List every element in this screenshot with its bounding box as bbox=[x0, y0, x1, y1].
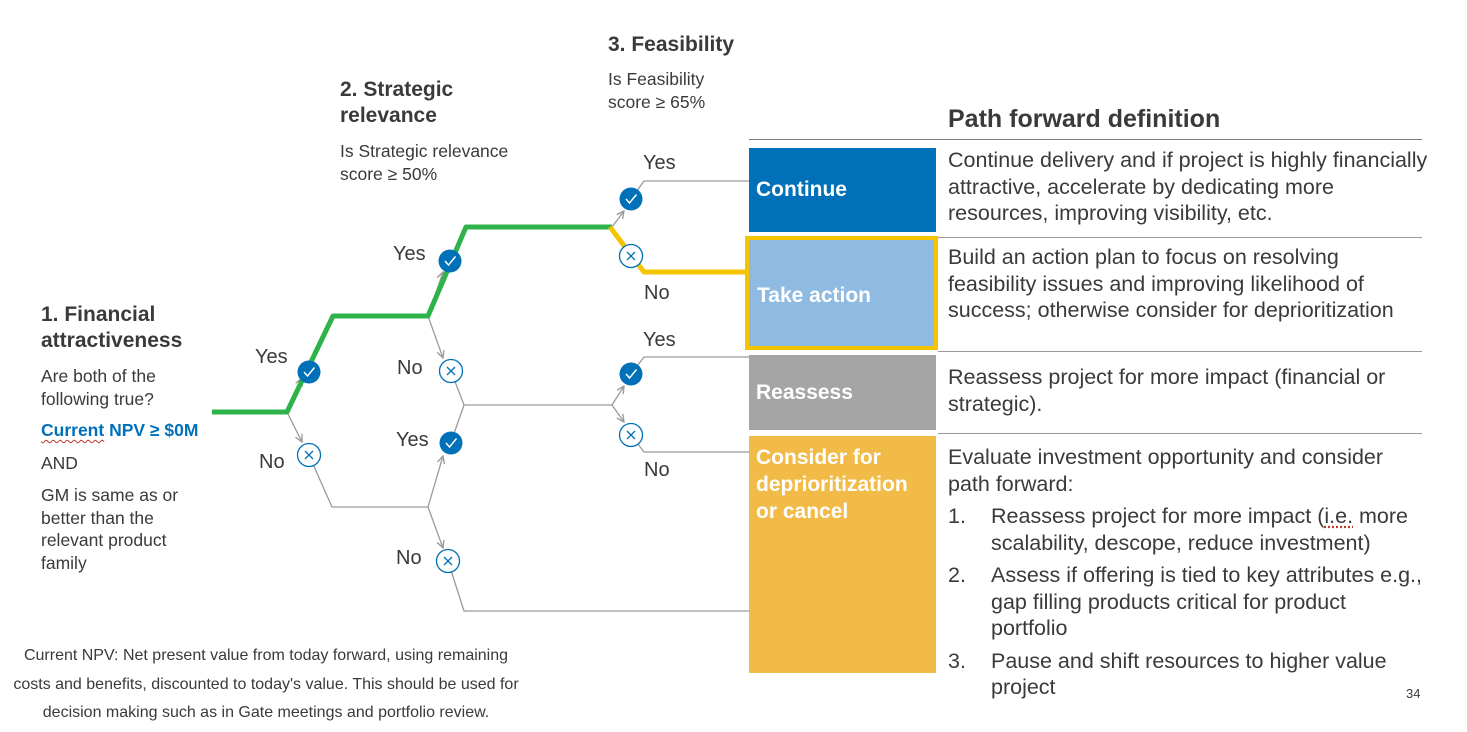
cross-icon bbox=[435, 548, 461, 574]
cross-icon bbox=[296, 442, 322, 468]
list-item: 2.Assess if offering is tied to key attr… bbox=[948, 563, 1423, 640]
no-label: No bbox=[396, 547, 422, 569]
connector bbox=[611, 404, 624, 422]
stage1-question: Are both of the following true? bbox=[41, 366, 156, 409]
yes-label: Yes bbox=[393, 243, 426, 265]
check-icon bbox=[439, 431, 463, 455]
connector bbox=[450, 370, 612, 406]
page-number: 34 bbox=[1406, 686, 1421, 701]
deprioritize-description: Evaluate investment opportunity and cons… bbox=[948, 444, 1428, 701]
yellow-path bbox=[608, 225, 748, 275]
list-item: 1.Reassess project for more impact (i.e.… bbox=[948, 504, 1409, 555]
deprioritize-list: 1.Reassess project for more impact (i.e.… bbox=[948, 503, 1428, 701]
no-label: No bbox=[259, 451, 285, 473]
no-label: No bbox=[397, 357, 423, 379]
check-icon bbox=[619, 362, 643, 386]
stage3-question: Is Feasibility score ≥ 65% bbox=[608, 69, 706, 112]
connector bbox=[611, 386, 624, 406]
no-label: No bbox=[644, 282, 670, 304]
connector bbox=[447, 560, 750, 612]
connector bbox=[286, 411, 302, 442]
yes-label: Yes bbox=[255, 346, 288, 368]
divider bbox=[938, 237, 1422, 238]
take-action-description: Build an action plan to focus on resolvi… bbox=[948, 245, 1394, 322]
footnote: Current NPV: Net present value from toda… bbox=[13, 647, 519, 721]
check-icon bbox=[297, 360, 321, 384]
stage1-and: AND bbox=[41, 453, 78, 473]
divider bbox=[749, 139, 1422, 140]
connector bbox=[630, 180, 750, 200]
reassess-description: Reassess project for more impact (financ… bbox=[948, 365, 1386, 416]
connector bbox=[308, 454, 428, 508]
stage1-title: 1. Financial attractiveness bbox=[41, 303, 183, 352]
no-label: No bbox=[644, 459, 670, 481]
divider bbox=[938, 433, 1422, 434]
yes-label: Yes bbox=[396, 429, 429, 451]
path-forward-header: Path forward definition bbox=[948, 105, 1221, 133]
connector bbox=[427, 506, 443, 548]
deprioritize-intro: Evaluate investment opportunity and cons… bbox=[948, 445, 1384, 496]
outcome-take-action-box: Take action bbox=[745, 236, 938, 350]
green-path bbox=[212, 224, 612, 415]
stage1-criterion-npv: Current NPV ≥ $0M bbox=[41, 420, 199, 440]
yes-label: Yes bbox=[643, 329, 676, 351]
connector bbox=[630, 356, 750, 375]
cross-icon bbox=[618, 422, 644, 448]
continue-description: Continue delivery and if project is high… bbox=[948, 148, 1428, 225]
connector bbox=[630, 434, 750, 453]
yes-label: Yes bbox=[643, 152, 676, 174]
check-icon bbox=[619, 187, 643, 211]
check-icon bbox=[438, 249, 462, 273]
outcome-deprioritize-box: Consider for deprioritization or cancel bbox=[749, 436, 936, 673]
list-item: 3.Pause and shift resources to higher va… bbox=[948, 648, 1387, 700]
connector bbox=[611, 211, 624, 228]
divider bbox=[938, 351, 1422, 352]
stage1-criterion-gm: GM is same as or better than the relevan… bbox=[41, 485, 179, 573]
connector bbox=[427, 315, 443, 358]
cross-icon bbox=[438, 358, 464, 384]
outcome-reassess-box: Reassess bbox=[749, 355, 936, 430]
outcome-continue-box: Continue bbox=[749, 148, 936, 232]
cross-icon bbox=[618, 243, 644, 269]
stage3-title: 3. Feasibility bbox=[608, 33, 735, 56]
stage2-title: 2. Strategic relevance bbox=[340, 78, 454, 127]
stage2-question: Is Strategic relevance score ≥ 50% bbox=[340, 141, 509, 184]
connector bbox=[427, 456, 443, 508]
